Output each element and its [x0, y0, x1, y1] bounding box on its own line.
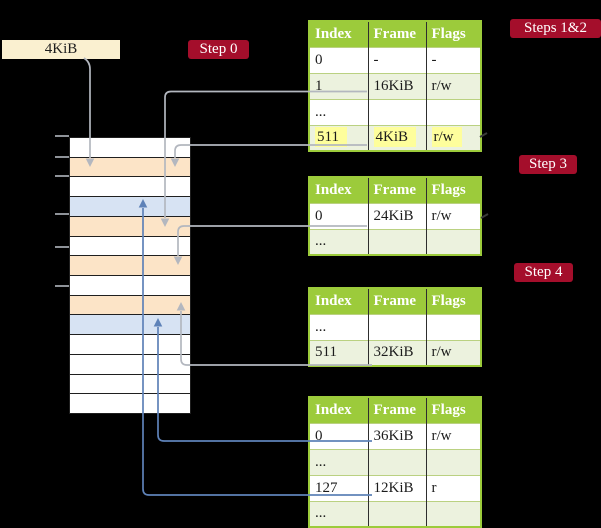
cell-frame — [367, 500, 426, 527]
table-row: ... — [309, 448, 481, 475]
page-table-step-4a: Index Frame Flags ... 511 32KiB r/w — [308, 287, 482, 367]
memory-column — [69, 137, 191, 414]
address-tick — [55, 246, 69, 248]
table-row: 0 24KiB r/w — [309, 202, 481, 229]
cell-flags: - — [425, 46, 481, 73]
memory-row-mapped-page — [70, 197, 190, 217]
table-row: 127 12KiB r — [309, 474, 481, 501]
memory-row-page-table — [70, 157, 190, 178]
memory-row-page-table — [70, 216, 190, 237]
cell-frame: 12KiB — [367, 474, 426, 501]
memory-row-free — [70, 236, 190, 257]
table-row: 0 - - — [309, 46, 481, 73]
cell-flags — [425, 500, 481, 527]
memory-row-free — [70, 374, 190, 395]
cell-frame — [367, 228, 426, 255]
memory-row-mapped-page — [70, 315, 190, 336]
cell-index: ... — [309, 228, 368, 255]
table-row: 0 36KiB r/w — [309, 422, 481, 449]
table-header-row: Index Frame Flags — [309, 177, 481, 203]
memory-row-free — [70, 394, 190, 414]
cell-flags: r — [425, 474, 481, 501]
col-header-index: Index — [309, 21, 368, 47]
frame-size-label: 4KiB — [2, 40, 120, 59]
cell-flags: r/w — [425, 72, 481, 99]
memory-row-page-table — [70, 295, 190, 316]
cell-index: ... — [309, 98, 368, 125]
cell-frame — [367, 313, 426, 340]
table-header-row: Index Frame Flags — [309, 397, 481, 423]
cell-frame: - — [367, 46, 426, 73]
col-header-frame: Frame — [367, 21, 426, 47]
table-row: 511 32KiB r/w — [309, 339, 481, 366]
col-header-index: Index — [309, 397, 368, 423]
step-3-badge: Step 3 — [519, 155, 577, 174]
cell-index: 511 — [309, 124, 368, 151]
cell-index: 0 — [309, 46, 368, 73]
address-tick — [55, 213, 69, 215]
cell-index: 1 — [309, 72, 368, 99]
cell-frame: 32KiB — [367, 339, 426, 366]
col-header-frame: Frame — [367, 397, 426, 423]
cell-index: 0 — [309, 422, 368, 449]
cell-flags: r/w — [425, 202, 481, 229]
table-row: ... — [309, 228, 481, 255]
table-row: ... — [309, 98, 481, 125]
cell-flags — [425, 228, 481, 255]
cell-frame — [367, 98, 426, 125]
col-header-flags: Flags — [425, 21, 481, 47]
cell-index: ... — [309, 500, 368, 527]
cell-flags — [425, 313, 481, 340]
address-tick — [55, 175, 69, 177]
cell-frame: 24KiB — [367, 202, 426, 229]
table-row-highlighted: 511 4KiB r/w — [309, 124, 481, 151]
table-row: ... — [309, 313, 481, 340]
col-header-frame: Frame — [367, 288, 426, 314]
cell-index: 511 — [309, 339, 368, 366]
page-table-steps-1-2: Index Frame Flags 0 - - 1 16KiB r/w ... … — [308, 20, 482, 152]
cell-frame: 16KiB — [367, 72, 426, 99]
col-header-frame: Frame — [367, 177, 426, 203]
col-header-flags: Flags — [425, 397, 481, 423]
address-tick — [55, 285, 69, 287]
page-table-step-3: Index Frame Flags 0 24KiB r/w ... — [308, 176, 482, 256]
cell-flags: r/w — [425, 339, 481, 366]
memory-row-free — [70, 335, 190, 355]
address-tick — [55, 156, 69, 158]
address-tick — [55, 135, 69, 137]
table-row: ... — [309, 500, 481, 527]
cell-index: ... — [309, 313, 368, 340]
page-table-step-4b: Index Frame Flags 0 36KiB r/w ... 127 12… — [308, 396, 482, 528]
cell-index: 0 — [309, 202, 368, 229]
col-header-index: Index — [309, 288, 368, 314]
memory-row-free — [70, 276, 190, 296]
memory-row-free — [70, 354, 190, 375]
table-header-row: Index Frame Flags — [309, 288, 481, 314]
table-row: 1 16KiB r/w — [309, 72, 481, 99]
col-header-flags: Flags — [425, 177, 481, 203]
col-header-index: Index — [309, 177, 368, 203]
cell-frame: 36KiB — [367, 422, 426, 449]
steps-1-2-badge: Steps 1&2 — [510, 19, 601, 38]
cell-flags — [425, 448, 481, 475]
col-header-flags: Flags — [425, 288, 481, 314]
cell-index: ... — [309, 448, 368, 475]
memory-row-free — [70, 177, 190, 198]
memory-row-page-table — [70, 256, 190, 277]
step-0-badge: Step 0 — [188, 40, 249, 59]
cell-flags: r/w — [425, 422, 481, 449]
cell-frame: 4KiB — [367, 124, 426, 151]
entry-marker — [480, 213, 489, 219]
memory-row-free — [70, 138, 190, 158]
cell-flags: r/w — [425, 124, 481, 151]
step-4-badge: Step 4 — [514, 263, 573, 282]
cell-frame — [367, 448, 426, 475]
table-header-row: Index Frame Flags — [309, 21, 481, 47]
cell-flags — [425, 98, 481, 125]
cell-index: 127 — [309, 474, 368, 501]
